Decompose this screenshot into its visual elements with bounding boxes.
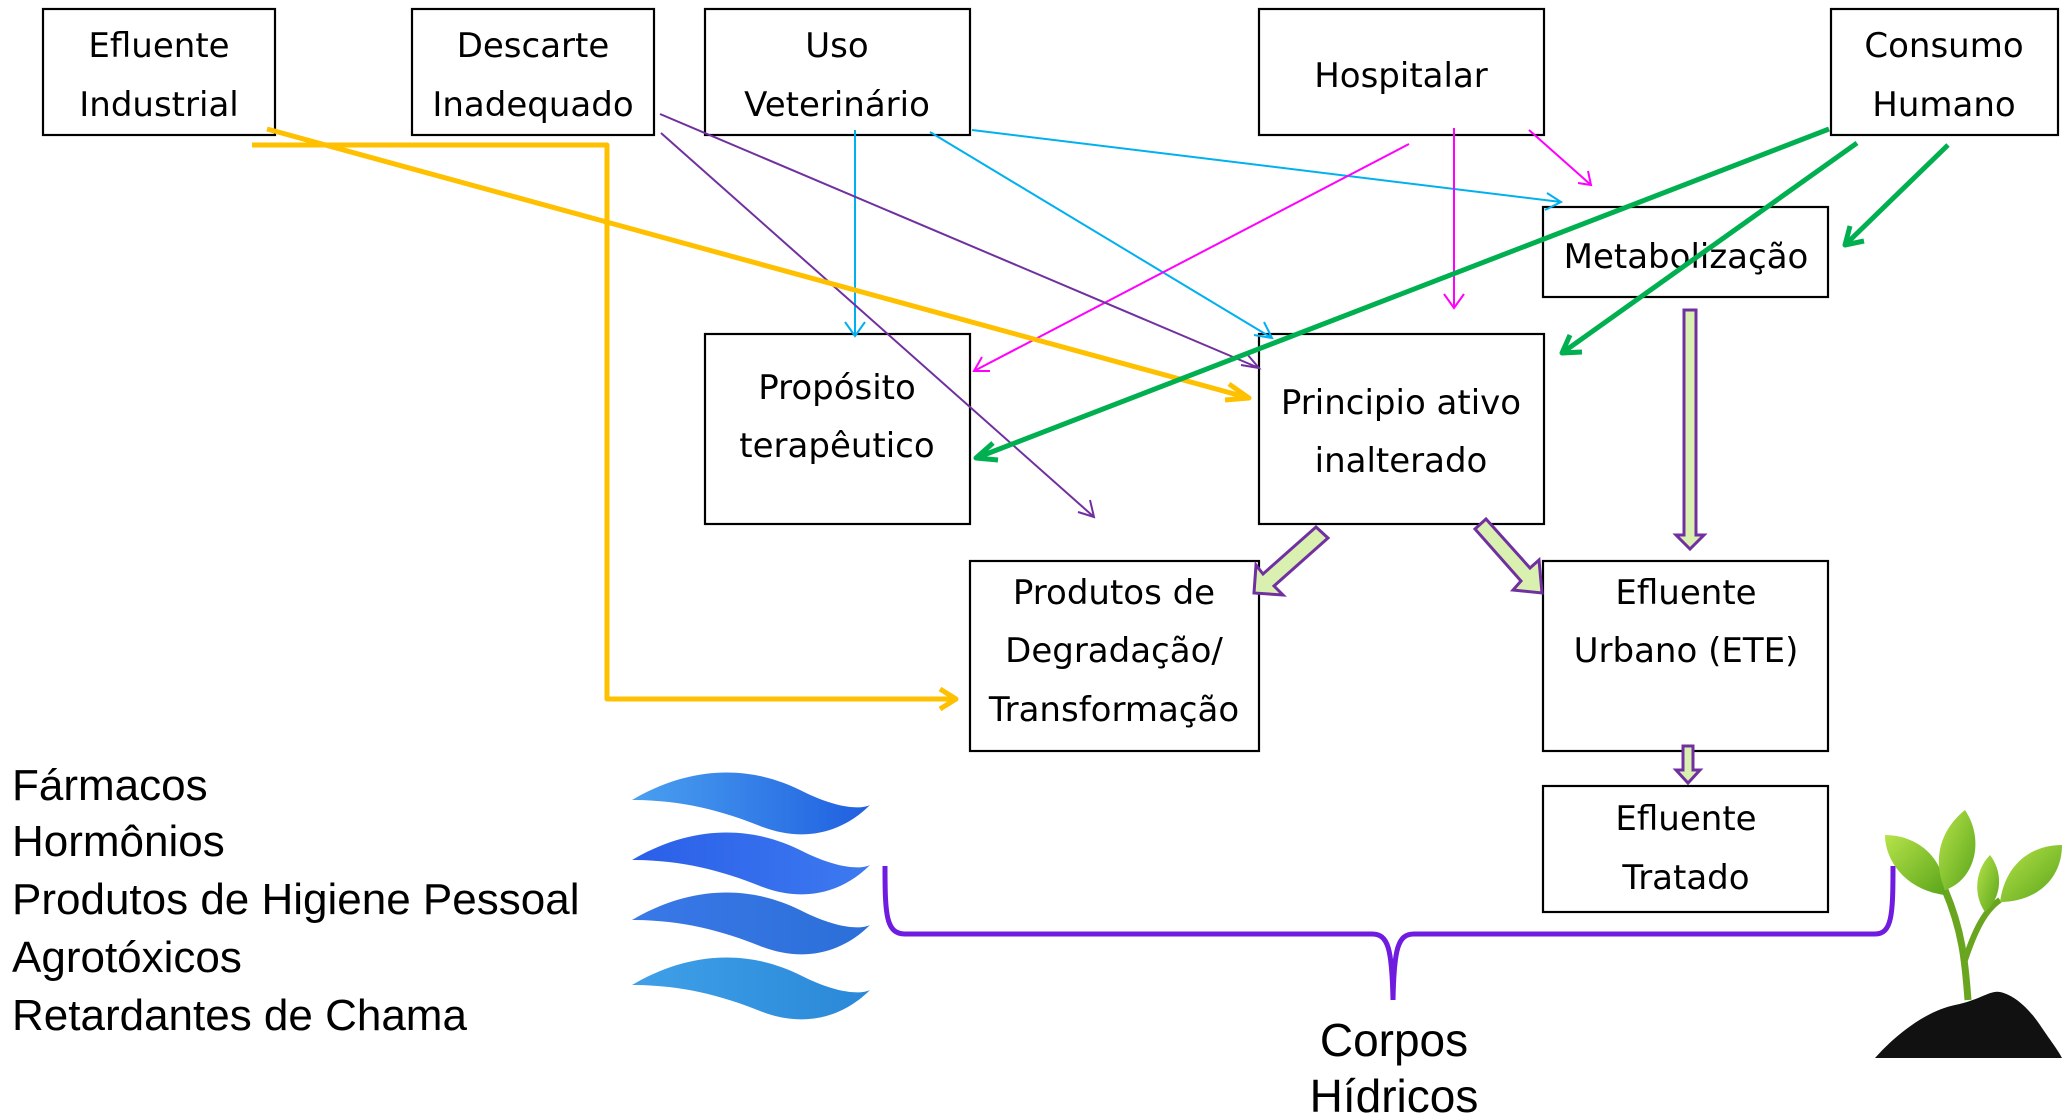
box-label: Inadequado	[432, 85, 633, 125]
block-arrow-principio-to-urbano	[1472, 516, 1544, 595]
legend-item: Produtos de Higiene Pessoal	[12, 875, 579, 924]
box-label: Consumo	[1864, 26, 2023, 66]
block-arrow-principio-to-produtos	[1252, 524, 1331, 597]
corpos-line: Hídricos	[1310, 1070, 1479, 1117]
box-label: Veterinário	[744, 85, 930, 125]
box-label: Efluente	[1615, 573, 1756, 613]
box-label: terapêutico	[739, 426, 934, 466]
arrow-hospitalar-to-principio	[1443, 128, 1465, 310]
box-proposito-terapeutico: Propósito terapêutico	[703, 332, 972, 526]
box-label: Transformação	[988, 690, 1239, 730]
block-arrow-urbano-to-tratado	[1672, 744, 1704, 786]
box-principio-ativo: Principio ativo inalterado	[1257, 332, 1546, 526]
block-arrow-metabolizacao-to-urbano	[1672, 308, 1708, 552]
box-label: Degradação/	[1005, 631, 1223, 671]
arrow-consumo-to-proposito	[973, 126, 1830, 463]
box-label: Produtos de	[1013, 573, 1215, 613]
arrow-consumo-to-principio	[1559, 140, 1859, 356]
arrows-descarte	[659, 113, 1262, 519]
box-label: Humano	[1872, 85, 2015, 125]
block-arrows	[1252, 308, 1708, 786]
arrow-veterinario-to-metabolizacao	[971, 129, 1564, 211]
box-efluente-industrial: Efluente Industrial	[41, 7, 277, 137]
box-uso-veterinario: Uso Veterinário	[703, 7, 972, 137]
box-efluente-urbano: Efluente Urbano (ETE)	[1541, 559, 1830, 753]
arrows-hospitalar	[972, 128, 1593, 372]
legend-item: Agrotóxicos	[12, 933, 242, 982]
box-label: Uso	[805, 26, 868, 66]
arrow-descarte-to-principio	[659, 113, 1262, 370]
water-waves-icon	[632, 772, 870, 1020]
box-hospitalar: Hospitalar	[1257, 7, 1546, 137]
arrow-descarte-to-produtos	[660, 132, 1096, 519]
curly-brace	[882, 865, 1896, 1001]
box-label: Industrial	[79, 85, 238, 125]
arrow-hospitalar-to-proposito	[972, 143, 1410, 372]
corpos-line: Corpos	[1320, 1014, 1468, 1066]
box-label: inalterado	[1315, 441, 1488, 481]
arrow-industrial-to-produtos	[252, 142, 959, 712]
box-label: Hospitalar	[1314, 56, 1488, 96]
box-label: Efluente	[88, 26, 229, 66]
legend-item: Retardantes de Chama	[12, 991, 467, 1040]
corpos-hidricos-label: Corpos Hídricos	[1310, 1014, 1479, 1117]
arrows-veterinario	[844, 129, 1564, 340]
contaminant-list: Fármacos Hormônios Produtos de Higiene P…	[12, 761, 579, 1040]
box-label: Tratado	[1621, 858, 1749, 898]
box-label: Principio ativo	[1281, 383, 1521, 423]
box-efluente-tratado: Efluente Tratado	[1541, 784, 1830, 914]
plant-sprout-icon	[1875, 810, 2062, 1058]
box-label: Descarte	[457, 26, 610, 66]
arrow-industrial-to-principio	[266, 126, 1252, 403]
box-label: Propósito	[758, 368, 916, 408]
arrow-veterinario-to-proposito	[844, 130, 866, 338]
box-descarte-inadequado: Descarte Inadequado	[410, 7, 656, 137]
arrow-consumo-to-metabolizacao	[1842, 143, 1950, 248]
box-label: Urbano (ETE)	[1574, 631, 1799, 671]
arrows-industrial	[252, 126, 1252, 712]
legend-item: Hormônios	[12, 817, 225, 866]
box-consumo-humano: Consumo Humano	[1829, 7, 2060, 137]
arrows-consumo	[973, 126, 1950, 463]
box-produtos-degradacao: Produtos de Degradação/ Transformação	[968, 559, 1261, 753]
box-label: Metabolização	[1564, 237, 1809, 277]
legend-item: Fármacos	[12, 761, 208, 810]
arrow-veterinario-to-principio	[929, 131, 1274, 340]
box-label: Efluente	[1615, 799, 1756, 839]
arrow-hospitalar-to-metabolizacao	[1528, 129, 1593, 187]
